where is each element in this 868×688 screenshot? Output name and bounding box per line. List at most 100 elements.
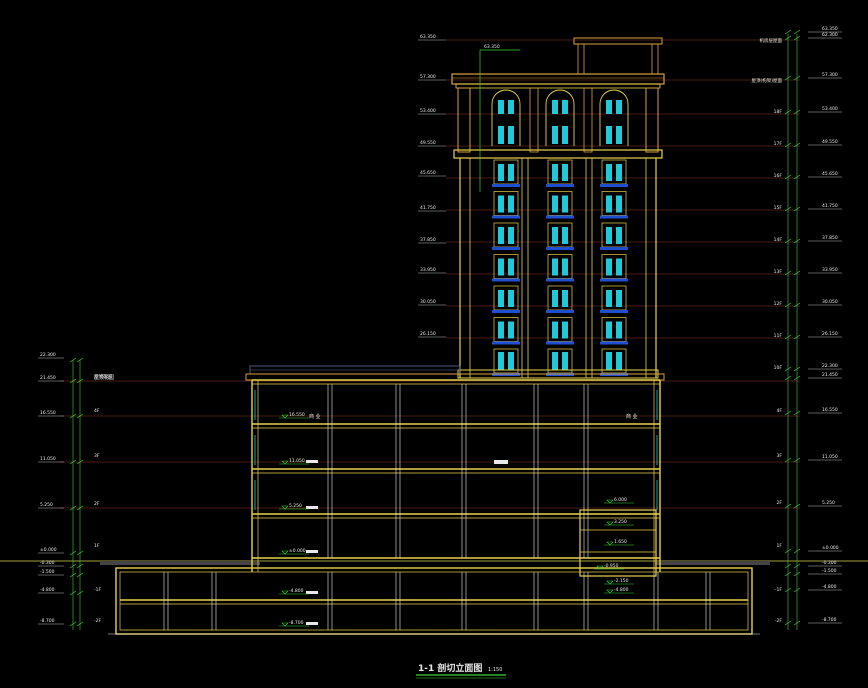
right-floor-label: 13F	[774, 269, 783, 275]
right-floor-label: 2F	[777, 500, 783, 506]
window-frame	[601, 191, 627, 216]
window-frame	[547, 159, 573, 185]
left-elevation-label: -4.800	[40, 587, 55, 593]
top-elevation-note: 63.350	[484, 44, 500, 50]
level-triangle-icon	[606, 521, 614, 526]
balcony-rail	[600, 247, 628, 250]
window-frame	[493, 191, 519, 216]
tower-elevation-label: 45.650	[420, 170, 436, 176]
window-pane	[498, 227, 504, 244]
interior-elevation-marks: 16.55011.0505.250±0.000-4.800-8.7006.000…	[279, 412, 634, 627]
left-floor-label: 3F	[94, 453, 100, 459]
left-elevation-label: -1.500	[40, 569, 55, 575]
left-floor-label: 4F	[94, 408, 100, 414]
window-pane	[508, 258, 514, 276]
right-elevation-label: 57.300	[822, 72, 838, 78]
window-pane	[552, 164, 558, 181]
window-frame	[547, 285, 573, 311]
level-triangle-icon	[606, 589, 614, 594]
balcony-rail	[492, 247, 520, 250]
window-frame	[601, 285, 627, 311]
window-frame	[601, 222, 627, 248]
window-pane	[552, 258, 558, 276]
right-elevation-label: 5.250	[822, 500, 835, 506]
right-elevation-label: 21.450	[822, 372, 838, 378]
right-elevation-label: 62.300	[822, 32, 838, 38]
right-elevation-label: 26.150	[822, 331, 838, 337]
left-elevation-label: 21.450	[40, 375, 56, 381]
tower-windows	[492, 159, 628, 376]
level-triangle-icon	[281, 414, 289, 419]
window-pane	[562, 321, 568, 339]
level-triangle-icon	[281, 460, 289, 465]
window-frame	[493, 159, 519, 185]
window-pane	[552, 195, 558, 213]
interior-elevation-label: 16.550	[289, 412, 305, 418]
room-labels: 商 业商 业	[309, 413, 638, 420]
right-elevation-label: -4.800	[822, 584, 837, 590]
tower-elevation-label: 53.400	[420, 108, 436, 114]
right-floor-label: 屋顶(构架)屋面	[751, 77, 782, 84]
level-triangle-icon	[606, 580, 614, 585]
window-pane	[606, 164, 612, 181]
right-elevation-label: 41.750	[822, 203, 838, 209]
window-pane	[562, 227, 568, 244]
window-pane	[616, 321, 622, 339]
tower-elevation-marks: 63.35057.30053.40049.55045.65041.75037.8…	[418, 34, 446, 338]
window-pane	[552, 290, 558, 307]
window-pane	[616, 258, 622, 276]
window-frame	[493, 254, 519, 279]
balcony-rail	[492, 215, 520, 219]
window-frame	[493, 222, 519, 248]
tower-elevation-label: 30.050	[420, 299, 436, 305]
left-elevation-label: 11.050	[40, 456, 56, 462]
window-pane	[498, 164, 504, 181]
window-frame	[601, 254, 627, 279]
balcony-rail	[492, 184, 520, 187]
window-pane	[616, 352, 622, 366]
tower-elevation-label: 49.550	[420, 140, 436, 146]
window-pane	[562, 164, 568, 181]
window-pane	[616, 164, 622, 181]
interior-elevation-label: -2.150	[614, 578, 629, 584]
window-pane	[616, 227, 622, 244]
basement-section	[108, 567, 760, 635]
right-elevation-label: 53.400	[822, 106, 838, 112]
window-pane	[606, 290, 612, 307]
right-elevation-marks: 63.35062.30057.30053.40049.55045.65041.7…	[808, 26, 842, 624]
window-frame	[601, 159, 627, 185]
roof-garden-note: 屋顶花园	[94, 374, 114, 381]
ground-line	[0, 560, 868, 565]
level-triangle-icon	[281, 622, 289, 627]
right-elevation-label: 49.550	[822, 139, 838, 145]
balcony-rail	[546, 278, 574, 282]
balcony-rail	[600, 215, 628, 219]
tower-elevation-label: 37.850	[420, 237, 436, 243]
right-floor-label: -2F	[775, 618, 782, 624]
right-floor-label: 15F	[774, 205, 783, 211]
interior-elevation-label: 3.250	[614, 519, 627, 525]
right-elevation-label: 45.650	[822, 171, 838, 177]
level-triangle-icon	[281, 590, 289, 595]
window-frame	[493, 348, 519, 374]
dimension-lines	[72, 34, 798, 630]
left-elevation-label: 5.250	[40, 502, 53, 508]
right-elevation-label: 11.050	[822, 454, 838, 460]
window-pane	[498, 258, 504, 276]
level-triangle-icon	[281, 505, 289, 510]
interior-elevation-label: -8.700	[289, 620, 304, 626]
window-pane	[508, 227, 514, 244]
balcony-rail	[492, 341, 520, 345]
left-elevation-label: 22.300	[40, 352, 56, 358]
right-elevation-label: -0.300	[822, 560, 837, 566]
right-floor-label: 17F	[774, 141, 783, 147]
window-pane	[606, 195, 612, 213]
drawing-title: 1-1 剖切立面图	[418, 662, 482, 674]
balcony-rail	[600, 310, 628, 313]
window-pane	[498, 321, 504, 339]
window-pane	[508, 195, 514, 213]
level-triangle-icon	[606, 541, 614, 546]
